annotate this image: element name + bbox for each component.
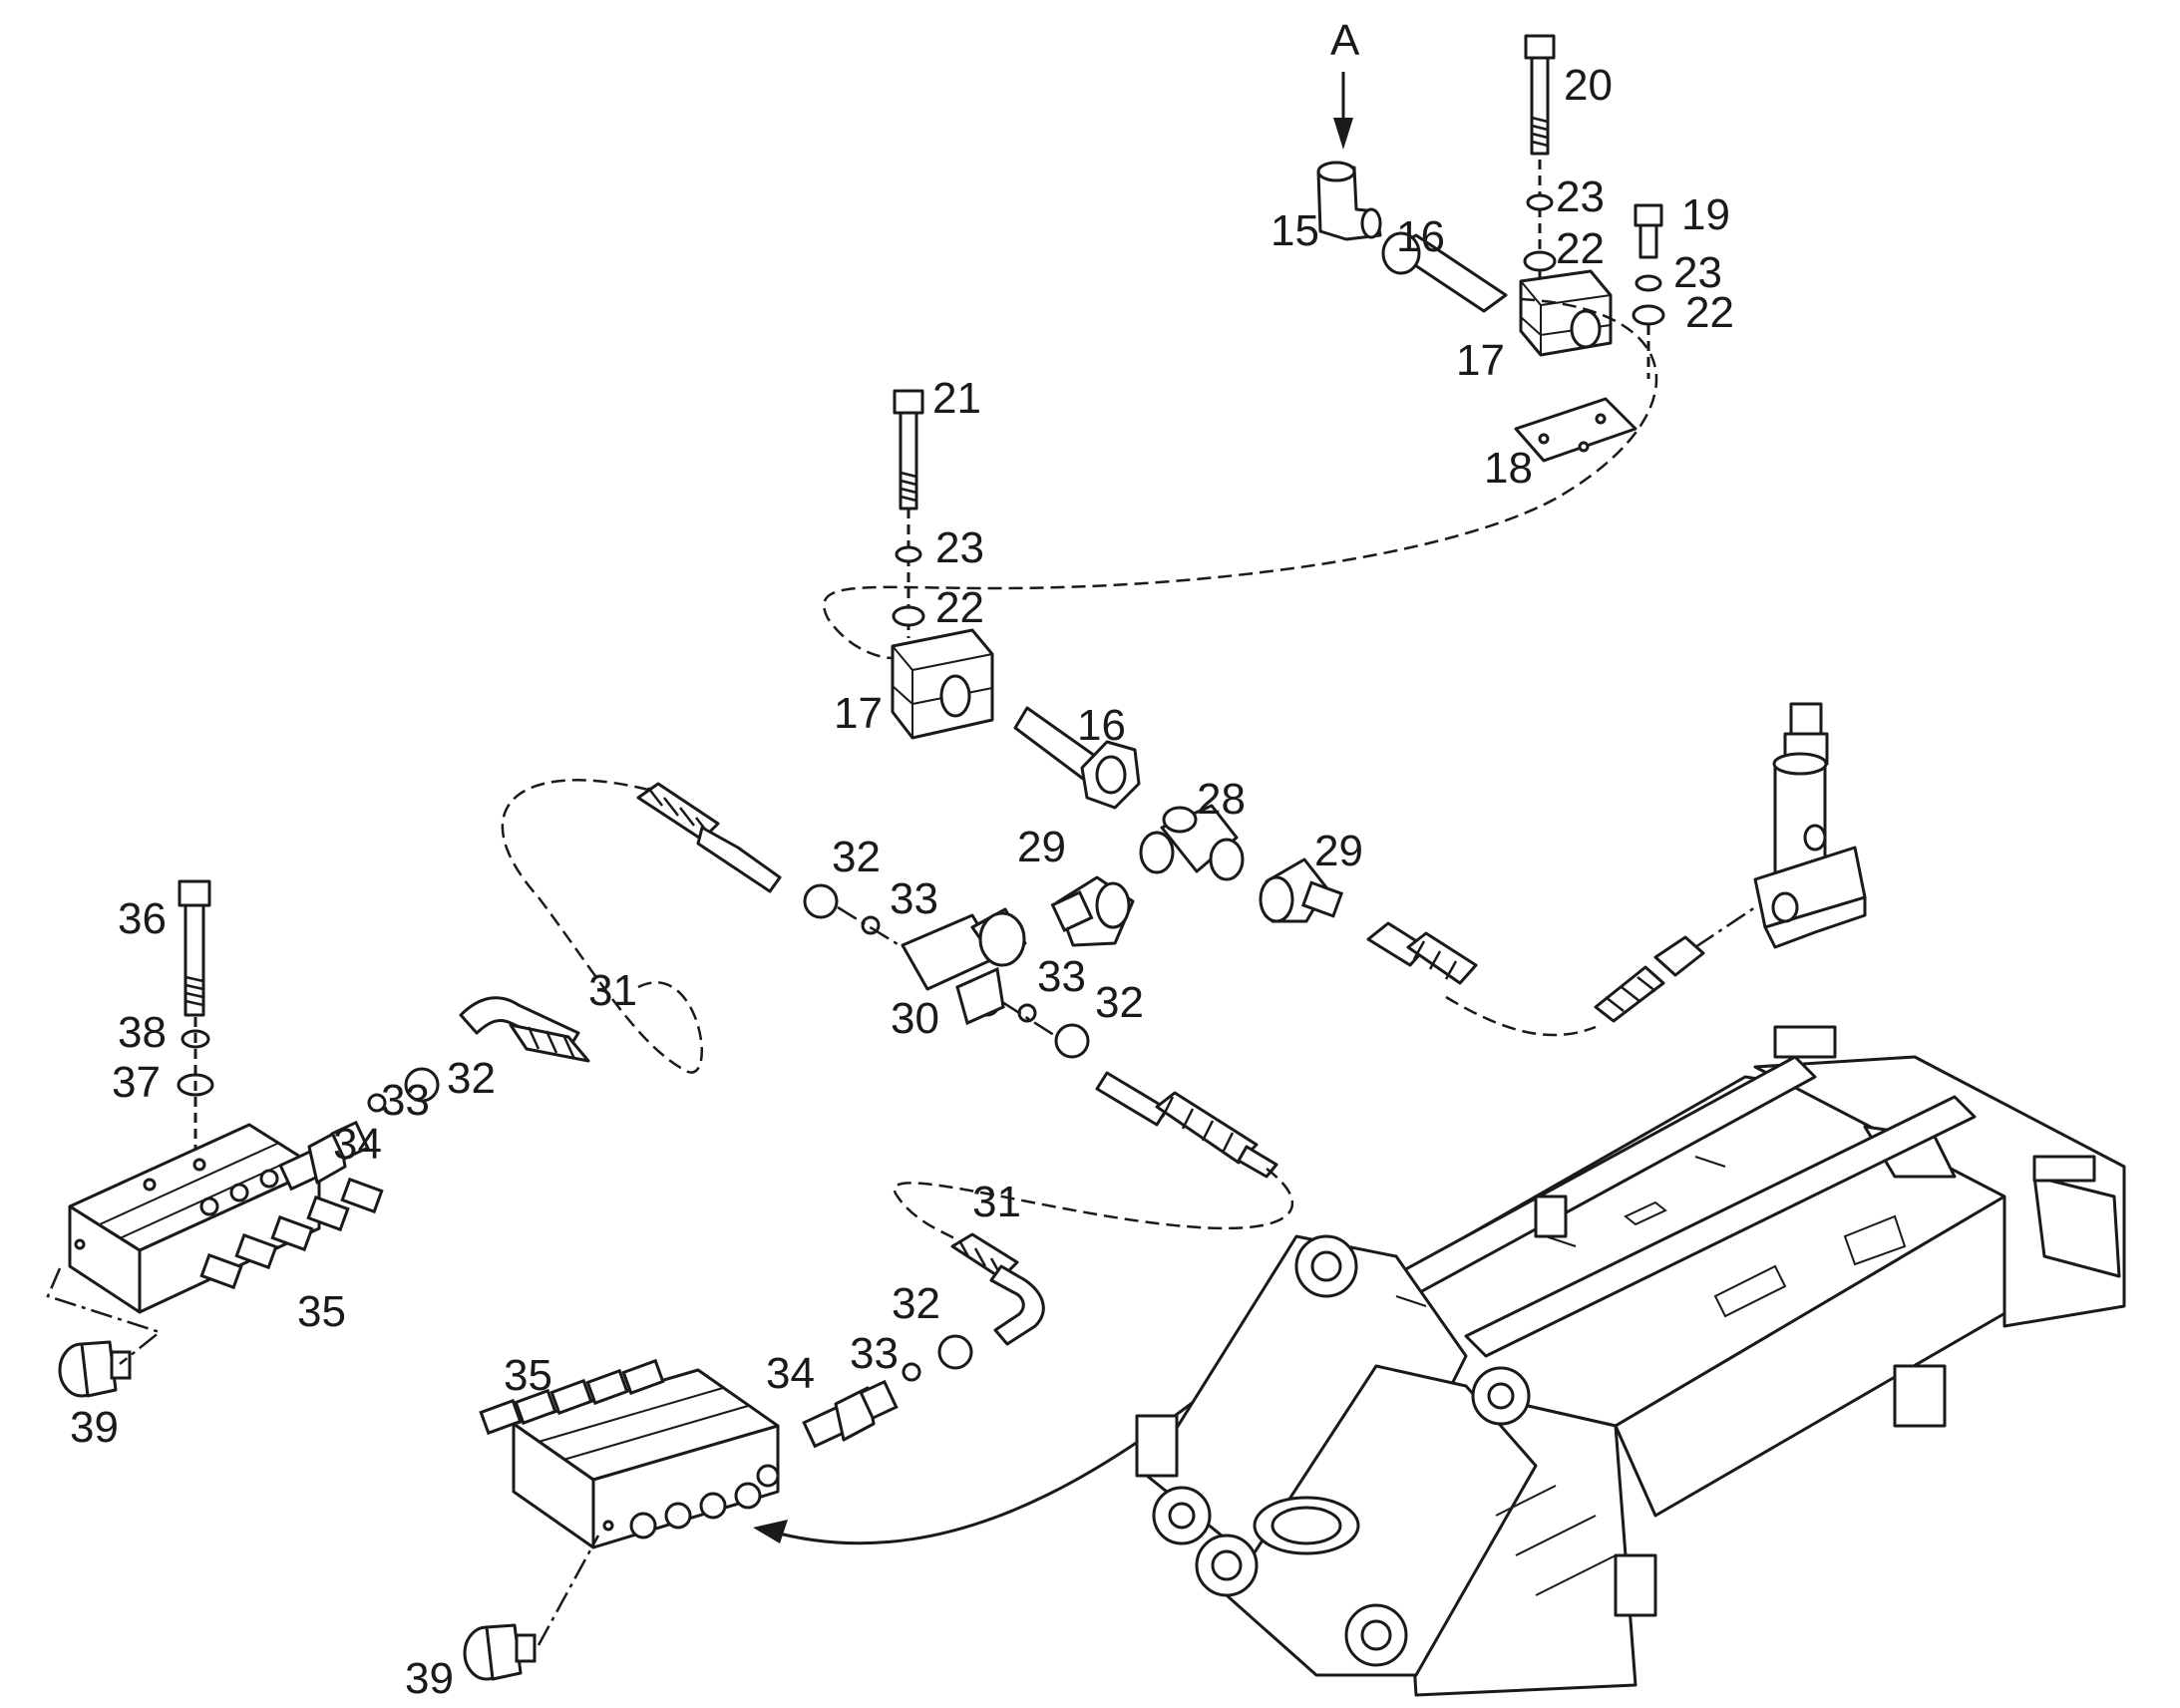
- nut-32-left: [404, 1067, 440, 1103]
- adapter-29-left: [1050, 875, 1135, 947]
- callout-29-right: 29: [1314, 827, 1363, 875]
- hose-right-segment: [1366, 921, 1705, 1023]
- hose-path-top-loop: [822, 297, 1658, 660]
- nut-32-upper: [803, 883, 839, 919]
- callout-23-right: 23: [1673, 248, 1722, 297]
- hose-31-upper-segment: [636, 782, 782, 893]
- pipe-16-mid: [1013, 706, 1141, 810]
- hose-path-lower-loop: [893, 1168, 1294, 1242]
- callout-32-bottom: 32: [892, 1279, 940, 1328]
- callout-17-top: 17: [1456, 336, 1505, 385]
- callout-22-top: 22: [1556, 224, 1605, 273]
- hose-31-lower-segment: [1095, 1071, 1278, 1179]
- callout-18: 18: [1484, 444, 1533, 493]
- callout-35-left: 35: [297, 1287, 346, 1336]
- bolt-21: [893, 389, 924, 511]
- tee-fitting-28: [1139, 804, 1245, 881]
- callout-28: 28: [1197, 775, 1246, 824]
- callout-23-mid: 23: [935, 523, 984, 572]
- plug-39-left: [58, 1340, 132, 1398]
- washer-23-top: [1526, 193, 1554, 211]
- ring-33-bottom: [902, 1362, 921, 1382]
- callout-32-upper: 32: [832, 833, 881, 881]
- callout-22-right: 22: [1685, 288, 1734, 337]
- callout-20: 20: [1564, 61, 1613, 110]
- bolt-19: [1634, 203, 1663, 259]
- plug-39-bottom: [463, 1623, 537, 1681]
- callout-35-bottom: 35: [504, 1351, 552, 1400]
- bolt-20: [1524, 34, 1556, 156]
- washer-23-right: [1635, 274, 1662, 292]
- callout-32-lower: 32: [1095, 978, 1144, 1027]
- callout-33-lower: 33: [1037, 952, 1086, 1001]
- machine-chassis-frame: [1135, 1025, 2126, 1697]
- callout-39-bottom: 39: [405, 1654, 454, 1703]
- elbow-fitting-15: [1316, 161, 1382, 241]
- connector-34-left: [278, 1120, 370, 1192]
- nut-32-lower: [1054, 1023, 1090, 1059]
- tee-fitting-30: [901, 907, 1027, 1026]
- callout-33-bottom: 33: [850, 1329, 899, 1378]
- distributor-35-left: [68, 1123, 384, 1314]
- ring-33-left: [367, 1093, 387, 1113]
- washer-22-top: [1523, 250, 1557, 272]
- callout-23-top: 23: [1556, 172, 1605, 221]
- hose-path-right: [1445, 995, 1597, 1037]
- callout-37: 37: [112, 1058, 161, 1107]
- hose-31-bottom-elbow: [950, 1232, 1045, 1346]
- distributor-35-bottom: [479, 1358, 780, 1549]
- callout-39-left: 39: [70, 1403, 119, 1452]
- view-marker-label: A: [1330, 16, 1360, 65]
- callout-31-upper: 31: [588, 966, 637, 1015]
- washer-22-mid: [892, 605, 925, 627]
- callout-16-mid: 16: [1077, 701, 1126, 750]
- callout-32-left: 32: [447, 1054, 496, 1103]
- callout-33-upper: 33: [890, 874, 938, 923]
- callout-labels: A 20 23 22 19 23 22 15 16 17 18 21 23 22…: [70, 16, 1734, 1703]
- connector-34-bottom: [802, 1379, 899, 1449]
- callout-15: 15: [1271, 206, 1319, 255]
- hose-31-left-elbow: [459, 996, 590, 1063]
- callout-34-bottom: 34: [766, 1349, 815, 1398]
- callout-29-left: 29: [1017, 823, 1066, 871]
- callout-31-lower: 31: [972, 1178, 1021, 1226]
- callout-16-top: 16: [1396, 212, 1445, 261]
- pressure-valve-block: [1753, 702, 1867, 949]
- view-arrow-a: [1333, 72, 1353, 150]
- callout-33-left: 33: [381, 1076, 430, 1125]
- hose-path-upper-loop: [501, 779, 704, 1074]
- adapter-29-right: [1259, 857, 1344, 923]
- washer-22-right: [1632, 304, 1665, 326]
- callout-34-left: 34: [333, 1120, 382, 1169]
- bolt-36: [178, 879, 211, 1017]
- callout-22-mid: 22: [935, 583, 984, 632]
- callout-17-mid: 17: [834, 689, 883, 738]
- pipe-16-top: [1381, 231, 1508, 313]
- callout-30: 30: [891, 994, 939, 1043]
- callout-36: 36: [118, 894, 167, 943]
- callout-21: 21: [932, 374, 981, 423]
- nut-32-bottom: [937, 1334, 973, 1370]
- callout-38: 38: [118, 1008, 167, 1057]
- plate-18: [1514, 397, 1637, 463]
- callout-19: 19: [1681, 190, 1730, 239]
- clamp-block-17-top: [1519, 269, 1613, 357]
- washer-23-mid: [895, 545, 922, 563]
- clamp-block-17-mid: [891, 628, 994, 740]
